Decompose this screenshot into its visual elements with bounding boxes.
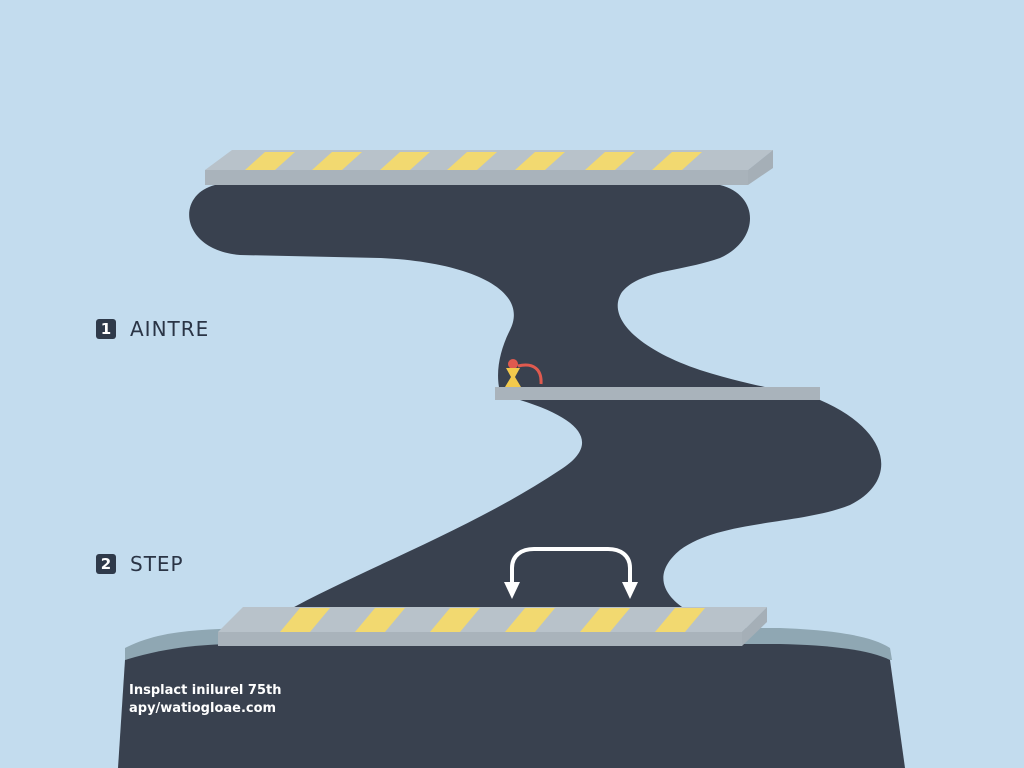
footer-line-2: apy/watiogloae.com — [129, 701, 277, 716]
step-1-badge: 1 — [96, 319, 116, 339]
worker-figure-icon — [505, 359, 543, 387]
arrowhead-right — [622, 582, 638, 599]
bottom-hazard-platform — [218, 607, 767, 646]
ground-base — [118, 644, 905, 768]
top-hazard-platform — [205, 150, 773, 185]
step-2: 2 STEP — [96, 552, 184, 576]
arrowhead-left — [504, 582, 520, 599]
footer-caption: Insplact inilurel 75th apy/watiogloae.co… — [129, 682, 281, 718]
step-1: 1 AINTRE — [96, 317, 209, 341]
step-2-label: STEP — [130, 552, 184, 576]
swap-arrow-icon — [510, 547, 632, 585]
middle-platform — [495, 387, 820, 400]
step-1-label: AINTRE — [130, 317, 210, 341]
step-2-badge: 2 — [96, 554, 116, 574]
footer-line-1: Insplact inilurel 75th — [129, 683, 282, 698]
